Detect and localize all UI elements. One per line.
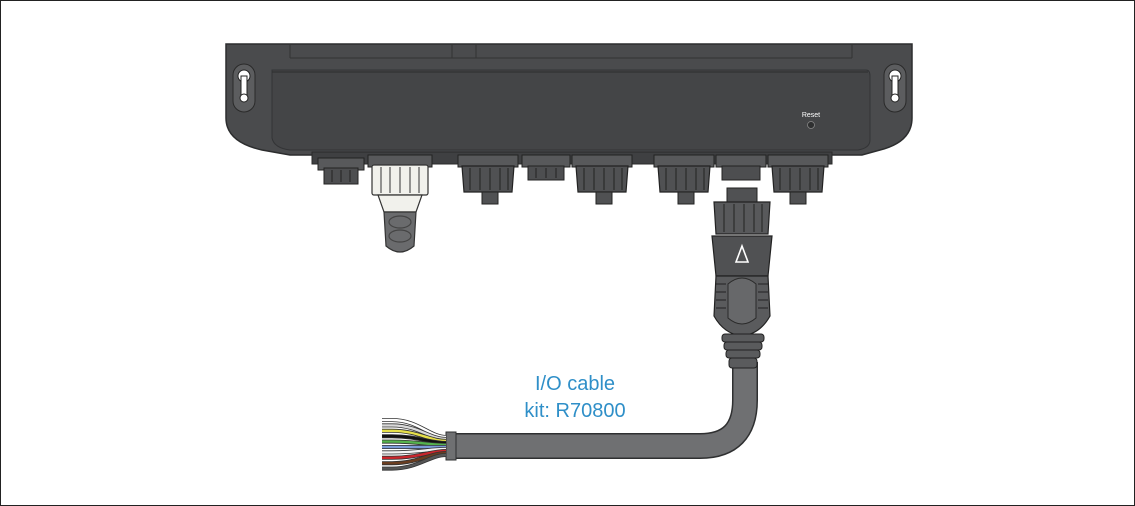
reset-button: Reset [802,112,820,129]
port-connector-1 [317,157,365,185]
wire [382,449,447,459]
right-mounting-slot [883,63,907,113]
reset-label: Reset [802,112,820,119]
port-connector-7 [715,154,767,181]
io-cable [445,187,773,461]
port-connector-8 [767,154,829,205]
cable-label: I/O cable kit: R70800 [524,373,625,422]
exposed-wires [382,418,447,471]
port-connector-3 [457,154,519,205]
port-connector-6 [653,154,715,205]
wire [382,424,447,441]
left-mounting-slot [232,63,256,113]
wire [382,451,447,465]
wire [382,429,447,443]
cable-label-line2: kit: R70800 [524,400,625,422]
wire [382,440,447,447]
port-connector-4 [521,154,571,181]
device-housing [225,43,913,156]
wire [382,435,447,445]
wire [382,447,447,454]
port-connector-5 [571,154,633,205]
cable-label-line1: I/O cable [535,373,615,395]
wire [382,453,447,470]
wire [382,418,447,439]
cable-gland [367,154,433,253]
